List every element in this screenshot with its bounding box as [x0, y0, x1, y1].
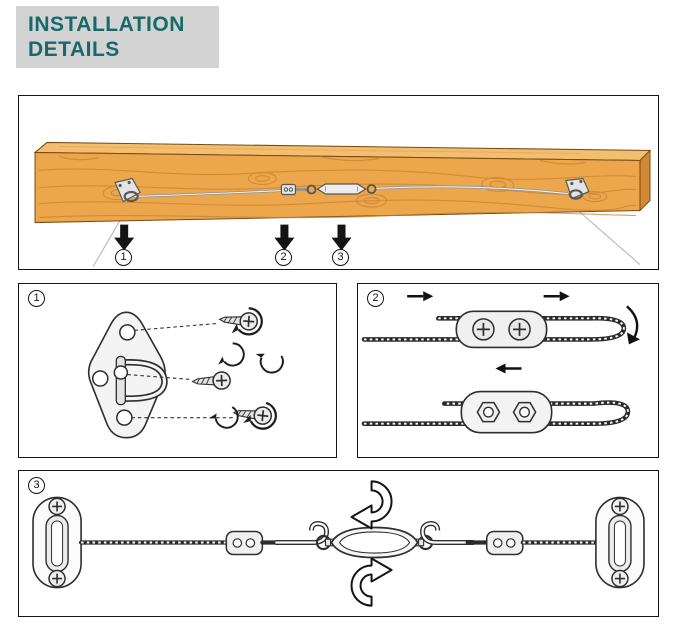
right-hook — [420, 520, 474, 546]
step2-illustration — [361, 289, 640, 434]
page-title-line1: INSTALLATION — [28, 13, 185, 36]
duplex-clip-body — [455, 310, 548, 349]
down-arrow-3 — [331, 224, 352, 251]
loop-direction-arrow — [626, 305, 639, 339]
step3-illustration — [32, 480, 645, 607]
callout-arrows — [114, 224, 352, 251]
left-hook — [275, 520, 330, 546]
callout-number-1: 1 — [115, 249, 132, 266]
turnbuckle — [306, 183, 377, 195]
duplex-clip-body-2 — [460, 390, 553, 434]
direction-arrow-right-1 — [405, 289, 435, 303]
leader-lines — [127, 322, 234, 419]
right-wall-plate — [595, 496, 645, 589]
guide-line-left — [92, 218, 122, 267]
turnbuckle — [315, 526, 434, 559]
down-arrow-2 — [274, 224, 295, 251]
step3-number: 3 — [28, 477, 45, 494]
right-ferrule — [485, 530, 524, 556]
callout-number-2: 2 — [275, 249, 292, 266]
step2-panel: 2 — [357, 283, 659, 458]
step3-panel: 3 — [18, 470, 659, 617]
title-banner: INSTALLATION DETAILS — [16, 6, 219, 68]
clamped-diagram — [361, 390, 631, 434]
right-pad-eye — [565, 177, 590, 200]
hex-nut-1 — [476, 401, 501, 423]
step1-number: 1 — [28, 290, 45, 307]
rotation-arrow-top — [350, 480, 393, 530]
down-arrow-1 — [114, 224, 135, 251]
direction-arrow-left — [494, 362, 523, 375]
overview-illustration — [33, 141, 652, 267]
callout-number-3: 3 — [332, 249, 349, 266]
step2-number: 2 — [367, 290, 384, 307]
step1-illustration — [87, 307, 288, 439]
left-pad-eye — [114, 177, 142, 203]
d-ring — [113, 355, 168, 406]
guide-line-right — [575, 208, 641, 266]
wire-rope — [134, 185, 568, 198]
hex-nut-2 — [512, 401, 537, 423]
rotation-arrow-bottom — [350, 557, 393, 607]
step1-panel: 1 — [18, 283, 337, 458]
wire-clip — [280, 183, 297, 196]
threading-diagram — [361, 289, 640, 375]
left-wall-plate — [32, 496, 82, 589]
overview-panel: 1 2 3 — [18, 95, 659, 270]
pad-eye-plate — [87, 311, 168, 439]
direction-arrow-right-2 — [542, 289, 572, 303]
left-ferrule — [225, 530, 264, 556]
page-title-line2: DETAILS — [28, 38, 120, 61]
